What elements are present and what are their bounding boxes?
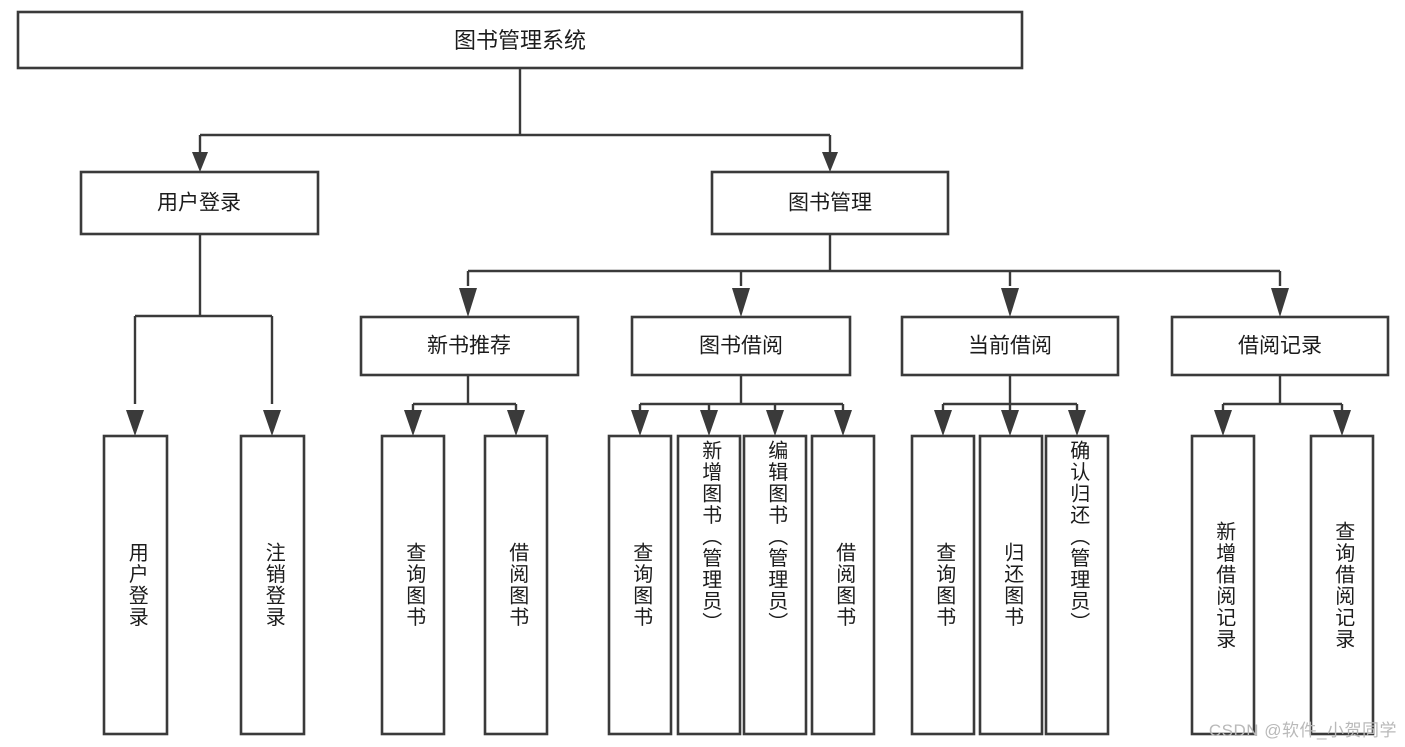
arrowhead-new-book-leaf-1 <box>404 410 422 436</box>
leaf-box-current-borrow-1[interactable] <box>910 434 976 736</box>
arrowhead-to-user-login <box>192 152 208 172</box>
node-book-manage-box[interactable] <box>710 170 950 236</box>
arrowhead-current-borrow-leaf-1 <box>934 410 952 436</box>
arrowhead-current-borrow-leaf-3 <box>1068 410 1086 436</box>
edge-borrow-record-bus <box>1221 375 1344 412</box>
arrowhead-book-borrow-leaf-2 <box>700 410 718 436</box>
arrowhead-borrow-record-leaf-2 <box>1333 410 1351 436</box>
node-new-book-recommend-box[interactable] <box>359 315 580 377</box>
arrowhead-new-book-leaf-2 <box>507 410 525 436</box>
node-user-login-box[interactable] <box>79 170 320 236</box>
leaf-box-current-borrow-3[interactable] <box>1044 434 1110 736</box>
leaf-box-new-book-1[interactable] <box>380 434 446 736</box>
leaf-box-user-login-1[interactable] <box>102 434 169 736</box>
arrowhead-to-book-borrow <box>732 288 750 317</box>
leaf-box-borrow-record-2[interactable] <box>1309 434 1375 736</box>
arrowhead-current-borrow-leaf-2 <box>1001 410 1019 436</box>
arrowhead-to-current-borrow <box>1001 288 1019 317</box>
edges-group <box>126 69 1351 436</box>
node-book-borrow-box[interactable] <box>630 315 852 377</box>
arrowhead-user-login-leaf-1 <box>126 410 144 436</box>
leaf-box-new-book-2[interactable] <box>483 434 549 736</box>
edge-book-borrow-bus <box>638 375 845 412</box>
node-current-borrow-box[interactable] <box>900 315 1120 377</box>
edge-root-bus <box>198 69 832 160</box>
node-book-manage-label: 图书管理 <box>788 192 872 215</box>
leaf-box-current-borrow-2[interactable] <box>978 434 1044 736</box>
leaf-box-book-borrow-4[interactable] <box>810 434 876 736</box>
arrowhead-book-borrow-leaf-1 <box>631 410 649 436</box>
edge-current-borrow-bus <box>941 375 1079 412</box>
arrowhead-user-login-leaf-2 <box>263 410 281 436</box>
edge-book-manage-bus <box>466 234 1282 286</box>
arrowhead-to-book-manage <box>822 152 838 172</box>
node-borrow-record-label: 借阅记录 <box>1238 335 1322 358</box>
node-new-book-recommend-label: 新书推荐 <box>427 335 511 358</box>
node-root-label: 图书管理系统 <box>454 28 586 53</box>
leaf-box-borrow-record-1[interactable] <box>1190 434 1256 736</box>
leaf-box-book-borrow-3[interactable] <box>742 434 808 736</box>
arrowhead-borrow-record-leaf-1 <box>1214 410 1232 436</box>
node-user-login-label: 用户登录 <box>157 192 241 215</box>
arrowhead-to-new-book <box>459 288 477 317</box>
node-book-borrow-label: 图书借阅 <box>699 335 783 358</box>
arrowhead-to-borrow-record <box>1271 288 1289 317</box>
watermark-text: CSDN @软件_小贺同学 <box>1208 721 1397 740</box>
arrowhead-book-borrow-leaf-4 <box>834 410 852 436</box>
node-current-borrow-label: 当前借阅 <box>968 335 1052 358</box>
node-root-box[interactable] <box>16 10 1024 70</box>
leaf-box-book-borrow-2[interactable] <box>676 434 742 736</box>
arrowhead-book-borrow-leaf-3 <box>766 410 784 436</box>
edge-user-login-bus <box>133 234 274 404</box>
node-borrow-record-box[interactable] <box>1170 315 1390 377</box>
nodes-group: 图书管理系统 用户登录 图书管理 新书推荐 图书借阅 当前借阅 借阅记录 <box>16 10 1390 736</box>
leaf-box-user-login-2[interactable] <box>239 434 306 736</box>
leaf-box-book-borrow-1[interactable] <box>607 434 673 736</box>
edge-new-book-bus <box>411 375 518 412</box>
